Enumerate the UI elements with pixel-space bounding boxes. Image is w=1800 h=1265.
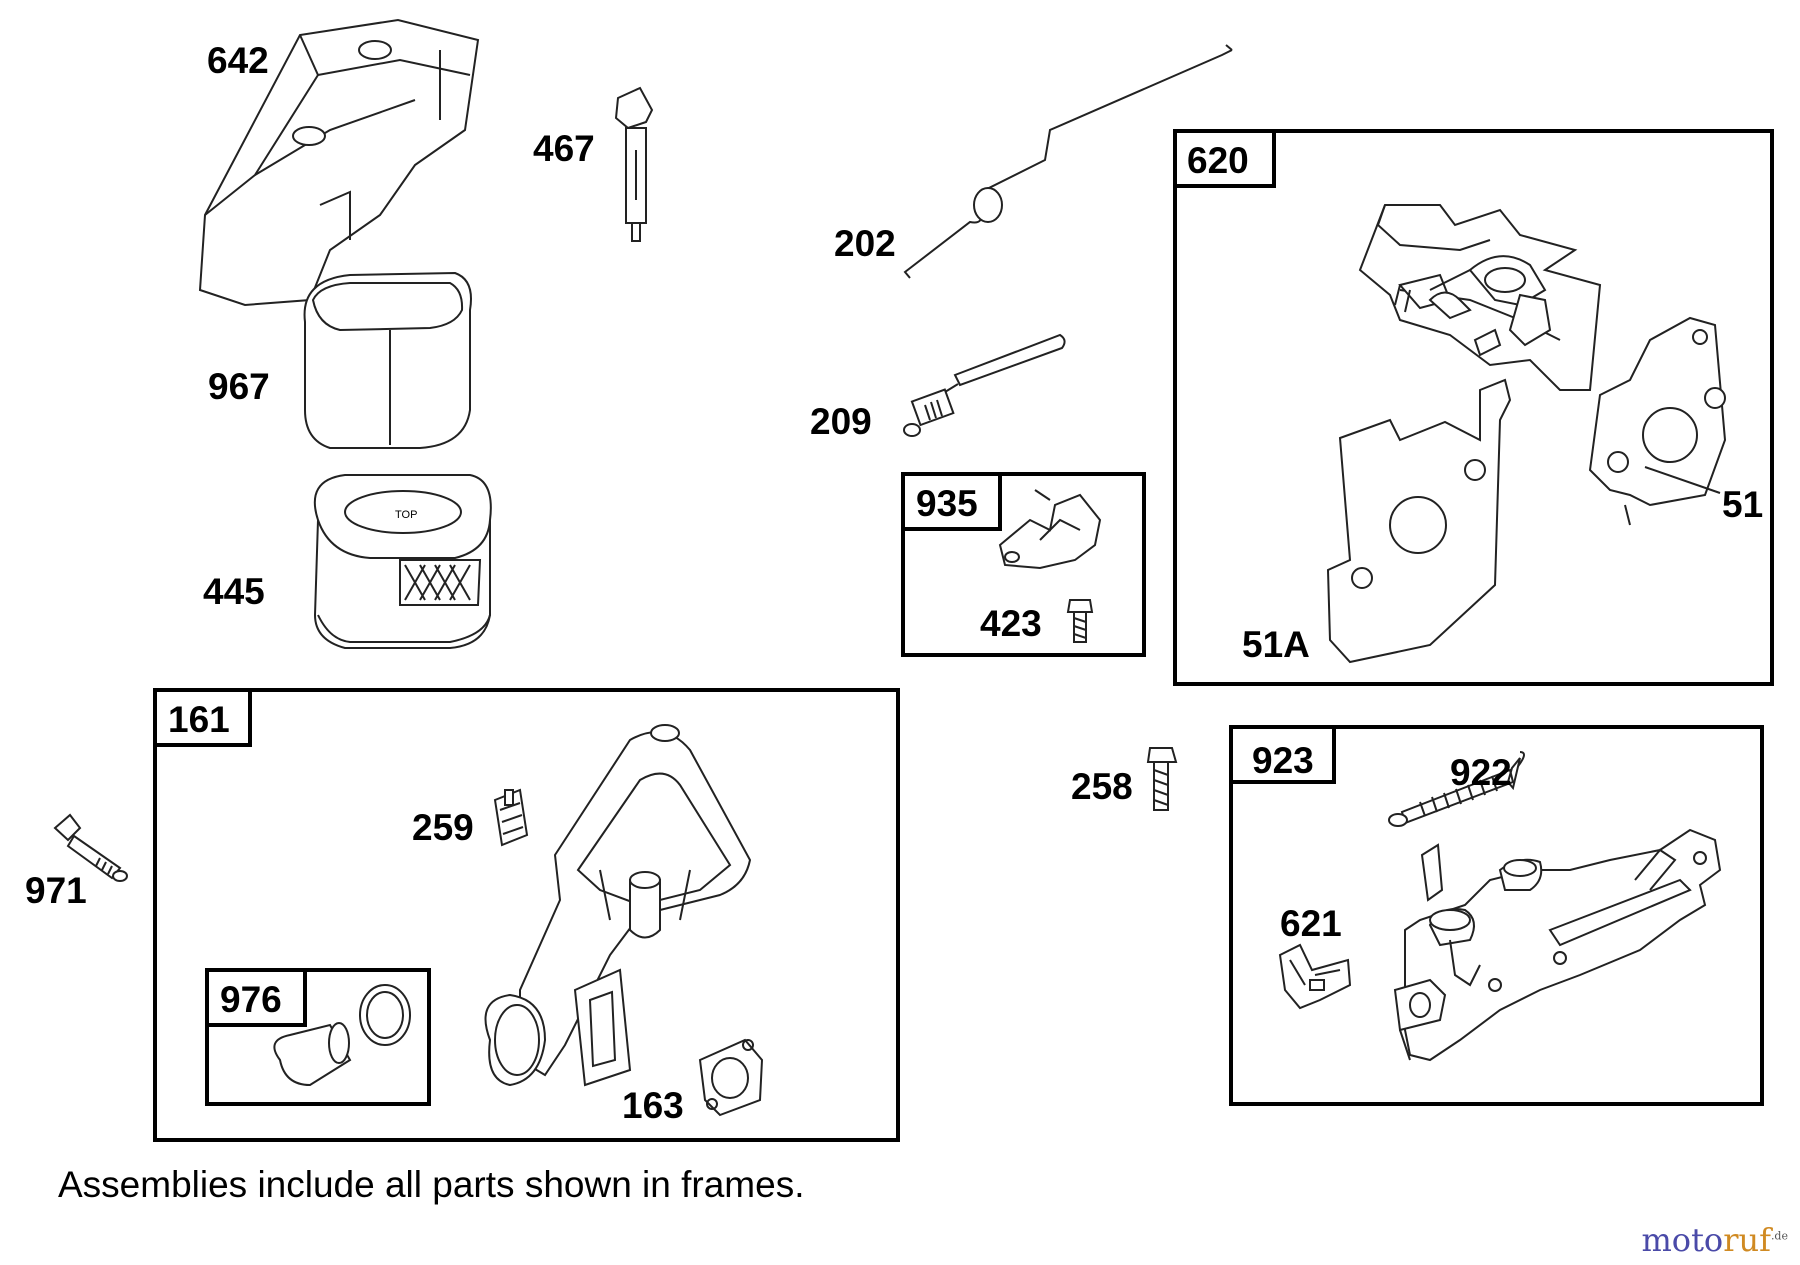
frame-161: 161 bbox=[153, 688, 900, 1142]
label-163: 163 bbox=[622, 1085, 684, 1126]
label-971: 971 bbox=[25, 870, 87, 911]
label-621: 621 bbox=[1280, 903, 1342, 944]
frame-923: 923 bbox=[1229, 725, 1764, 1106]
bulb-976-drawing bbox=[273, 984, 411, 1087]
label-642: 642 bbox=[207, 40, 269, 81]
bracket-621-drawing bbox=[1278, 943, 1352, 1010]
label-51: 51 bbox=[1722, 484, 1763, 525]
precleaner-967-drawing bbox=[303, 271, 472, 449]
cover-642-drawing bbox=[198, 18, 480, 307]
plate-51a-drawing bbox=[1326, 378, 1512, 664]
label-445: 445 bbox=[203, 571, 265, 612]
screw-423-drawing bbox=[1066, 599, 1094, 643]
label-967: 967 bbox=[208, 366, 270, 407]
label-923: 923 bbox=[1252, 740, 1314, 781]
bracket-923-drawing bbox=[1393, 828, 1722, 1062]
label-423: 423 bbox=[980, 603, 1042, 644]
stud-467-drawing bbox=[614, 86, 654, 242]
filter-top-text: TOP bbox=[395, 509, 417, 521]
bracket-423-drawing bbox=[998, 489, 1102, 570]
label-209: 209 bbox=[810, 401, 872, 442]
label-467: 467 bbox=[533, 128, 595, 169]
base-161-drawing bbox=[484, 724, 752, 1087]
screw-971-drawing bbox=[53, 813, 128, 882]
label-620: 620 bbox=[1187, 140, 1249, 181]
frame-620: 620 bbox=[1173, 129, 1774, 686]
screw-258-drawing bbox=[1146, 747, 1178, 811]
gasket-163-drawing bbox=[698, 1038, 764, 1117]
label-161: 161 bbox=[168, 699, 230, 740]
clip-259-drawing bbox=[493, 788, 529, 847]
label-922: 922 bbox=[1450, 752, 1512, 793]
frame-976: 976 bbox=[205, 968, 431, 1106]
label-51a: 51A bbox=[1242, 624, 1310, 665]
label-935: 935 bbox=[916, 483, 978, 524]
assemblies-note: Assemblies include all parts shown in fr… bbox=[58, 1164, 805, 1205]
watermark-brand-a: moto bbox=[1641, 1221, 1724, 1259]
spring-922-drawing bbox=[1388, 751, 1525, 827]
label-976: 976 bbox=[220, 979, 282, 1020]
leader-51 bbox=[1644, 466, 1721, 494]
watermark-logo: motoruf.de bbox=[1641, 1221, 1788, 1259]
watermark-tld: .de bbox=[1770, 1229, 1788, 1243]
watermark-brand-b: ruf bbox=[1723, 1221, 1771, 1259]
label-258: 258 bbox=[1071, 766, 1133, 807]
spring-209-drawing bbox=[903, 333, 1066, 437]
rod-202-drawing bbox=[903, 44, 1233, 279]
gasket-51-drawing bbox=[1588, 316, 1727, 526]
label-259: 259 bbox=[412, 807, 474, 848]
bracket-620-drawing bbox=[1358, 204, 1602, 391]
label-202: 202 bbox=[834, 223, 896, 264]
frame-935: 935 bbox=[901, 472, 1146, 657]
filter-445-drawing: TOP bbox=[313, 474, 492, 649]
